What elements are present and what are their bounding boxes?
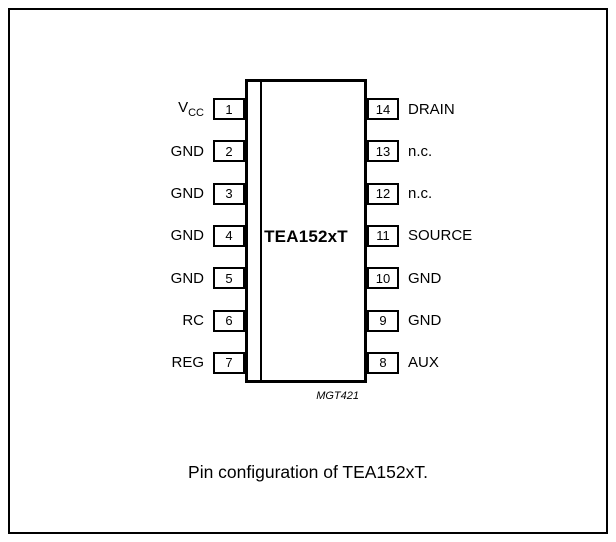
- pin-number-box: 8: [367, 351, 399, 374]
- pin-column-right: 14 DRAIN 13 n.c. 12 n.c. 11 SOURCE 10 GN…: [367, 98, 602, 374]
- pin-row: 14 DRAIN: [367, 98, 602, 120]
- pin-label-text: n.c.: [408, 185, 433, 203]
- pin-label-text: GND: [170, 142, 204, 160]
- pin-label-text: DRAIN: [408, 100, 455, 118]
- pin-number-box: 13: [367, 140, 399, 163]
- pin-number-box: 11: [367, 224, 399, 247]
- pin-number: 4: [225, 228, 233, 244]
- pin-label-subscript: CC: [188, 106, 204, 119]
- pin-number: 14: [375, 101, 391, 117]
- pin-row: GND 5: [10, 267, 245, 290]
- pin-label: n.c.: [408, 186, 432, 201]
- pin-label: AUX: [408, 355, 439, 370]
- pin-label-text: REG: [171, 354, 204, 372]
- pin-number: 3: [225, 186, 233, 202]
- pin-label: SOURCE: [408, 228, 472, 243]
- pin-label-text: GND: [170, 227, 204, 245]
- pin-row: 10 GND: [367, 267, 602, 290]
- pin-number-box: 1: [213, 98, 245, 120]
- pin-number-box: 4: [213, 224, 245, 247]
- pin-row: 8 AUX: [367, 351, 602, 374]
- pin-number-box: 9: [367, 309, 399, 332]
- pin-number: 11: [376, 228, 390, 244]
- figure-code: MGT421: [316, 390, 359, 402]
- pin-label-text: GND: [408, 269, 442, 287]
- chip-name: TEA152xT: [264, 227, 348, 246]
- pin-row: 13 n.c.: [367, 140, 602, 163]
- pin-label: RC: [182, 313, 204, 328]
- pin-row: 11 SOURCE: [367, 224, 602, 247]
- pin-row: 9 GND: [367, 309, 602, 332]
- pin-number-box: 2: [213, 140, 245, 163]
- pin-row: RC 6: [10, 309, 245, 332]
- pin-label: GND: [408, 271, 441, 286]
- figure-frame: TEA152xT VCC 1 GND 2 GND 3 GND 4 GND 5 R…: [8, 8, 608, 534]
- pin-number: 7: [225, 355, 233, 371]
- pin-label-text: GND: [170, 269, 204, 287]
- pin-label: n.c.: [408, 144, 432, 159]
- pin-label-text: V: [178, 98, 189, 116]
- pin-row: VCC 1: [10, 98, 245, 120]
- pin-number-box: 10: [367, 267, 399, 290]
- pin-number-box: 3: [213, 182, 245, 205]
- pin-number: 9: [379, 313, 387, 329]
- pin-number-box: 12: [367, 182, 399, 205]
- pin-label-text: GND: [170, 185, 204, 203]
- ic-body-edge-line: [260, 82, 262, 380]
- pin-number: 1: [225, 101, 233, 117]
- pin-row: REG 7: [10, 351, 245, 374]
- pin-label: GND: [171, 186, 204, 201]
- ic-package-outline: TEA152xT: [245, 79, 367, 383]
- pin-column-left: VCC 1 GND 2 GND 3 GND 4 GND 5 RC 6 REG 7: [10, 98, 245, 374]
- pin-number-box: 5: [213, 267, 245, 290]
- pin-label-text: GND: [408, 312, 442, 330]
- pin-label: GND: [408, 313, 441, 328]
- pin-label: GND: [171, 271, 204, 286]
- pin-label: DRAIN: [408, 102, 455, 117]
- pin-number: 5: [225, 270, 233, 286]
- pin-number: 10: [375, 270, 391, 286]
- pin-number: 13: [375, 143, 391, 159]
- pin-label: GND: [171, 144, 204, 159]
- pin-row: 12 n.c.: [367, 182, 602, 205]
- pin-label: REG: [171, 355, 204, 370]
- pin-number: 6: [225, 313, 233, 329]
- pin-label-text: SOURCE: [408, 227, 473, 245]
- pin-number-box: 7: [213, 351, 245, 374]
- pin-row: GND 4: [10, 224, 245, 247]
- pin-label-text: n.c.: [408, 142, 433, 160]
- pin-row: GND 2: [10, 140, 245, 163]
- pin-row: GND 3: [10, 182, 245, 205]
- pin-number-box: 6: [213, 309, 245, 332]
- pin-label: GND: [171, 228, 204, 243]
- pin-number-box: 14: [367, 98, 399, 120]
- pin-label-text: RC: [182, 312, 204, 330]
- pin-number: 12: [375, 186, 391, 202]
- pin-label-text: AUX: [408, 354, 439, 372]
- pin-number: 8: [379, 355, 387, 371]
- figure-caption: Pin configuration of TEA152xT.: [188, 462, 428, 482]
- pin-number: 2: [225, 143, 233, 159]
- pin-label: VCC: [178, 100, 204, 119]
